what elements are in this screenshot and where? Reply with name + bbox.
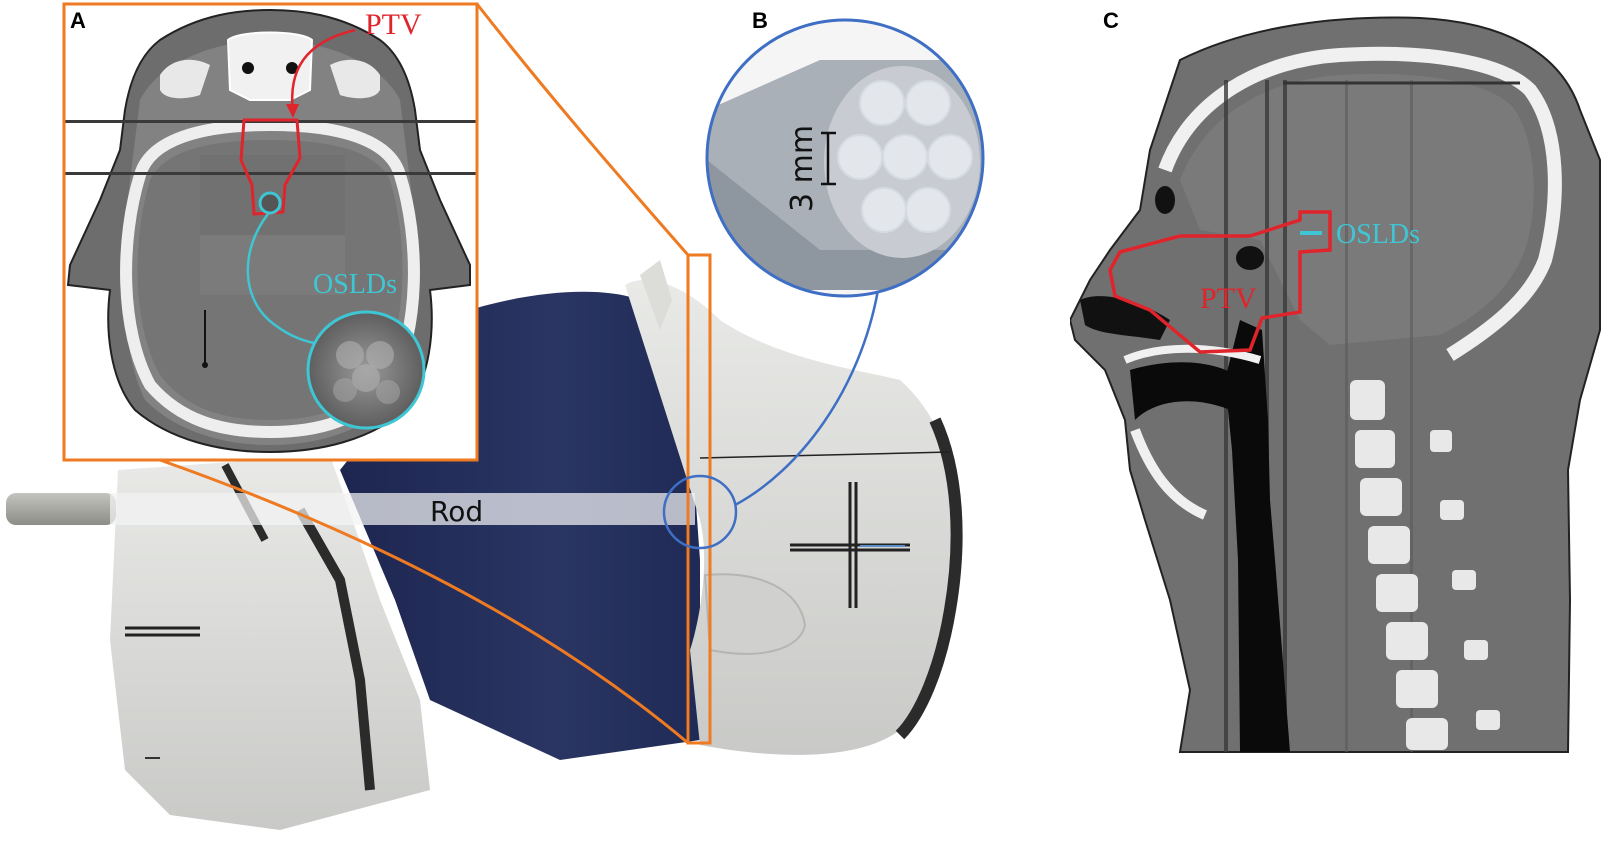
- scale-bar-label: 3 mm: [785, 125, 820, 212]
- slice-location-box: [686, 253, 712, 745]
- panel-b-frame: [705, 18, 985, 298]
- blue-callout-line: [734, 289, 880, 507]
- callout-line-top: [475, 3, 690, 256]
- panel-c-oslds-label: OSLDs: [1336, 219, 1420, 250]
- panel-b-letter: B: [752, 8, 768, 33]
- osld-chips: [837, 80, 973, 233]
- osld-connector-axial: [246, 213, 323, 347]
- ptv-arrow: [290, 28, 356, 113]
- rod-label: Rod: [430, 495, 483, 528]
- phantom-head: [625, 279, 956, 755]
- callout-line-bottom: [159, 458, 689, 745]
- panel-a-ptv-label: PTV: [365, 8, 422, 41]
- panel-c-ptv-label: PTV: [1200, 282, 1257, 315]
- panel-c-letter: C: [1103, 8, 1119, 33]
- airway: [1225, 320, 1290, 752]
- phantom-torso-edge: [295, 507, 375, 791]
- ptv-contour-sagittal: [1108, 210, 1332, 354]
- cervical-spine: [1350, 380, 1500, 750]
- scale-bar: [821, 131, 836, 186]
- orange-callout: [159, 3, 712, 745]
- panel-c: C: [1070, 8, 1601, 753]
- ptv-contour-axial: [239, 118, 302, 216]
- osld-contour-axial: [258, 191, 282, 215]
- panel-a-frame: [62, 2, 479, 462]
- rod-section-marker: [662, 474, 738, 550]
- phantom-torso-block: [110, 455, 430, 830]
- rod: [6, 493, 695, 525]
- panel-a-letter: A: [70, 8, 86, 33]
- phantom-photo: Rod: [6, 260, 963, 830]
- panel-b: B: [662, 8, 985, 550]
- panel-a: A PTV OSLDs: [62, 2, 479, 462]
- alignment-cross: [790, 482, 910, 608]
- panel-a-oslds-label: OSLDs: [313, 269, 397, 300]
